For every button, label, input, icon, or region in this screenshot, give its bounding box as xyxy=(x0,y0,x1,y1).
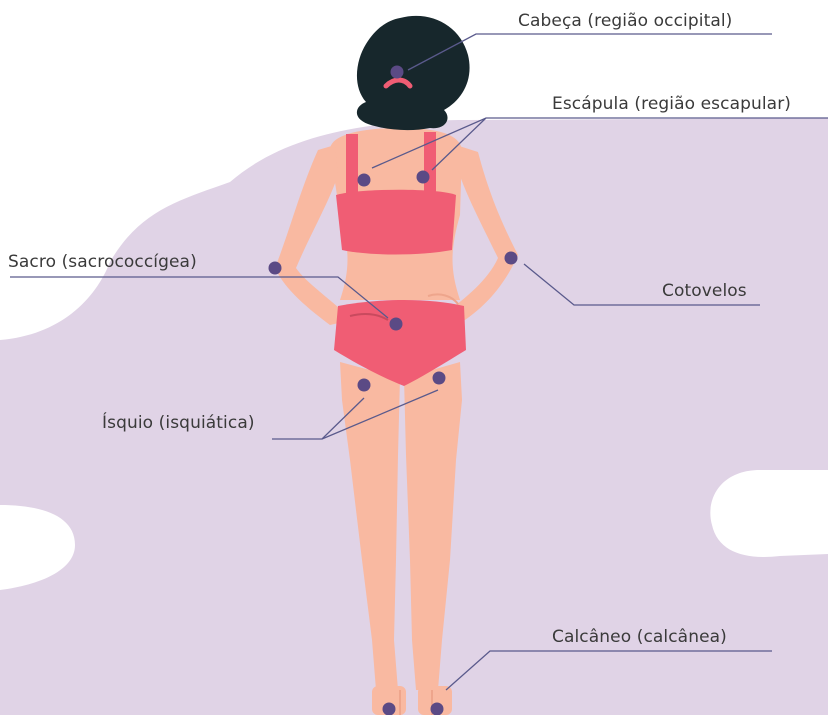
left-strap xyxy=(346,134,358,198)
marker-ischium-left xyxy=(358,379,371,392)
label-heel: Calcâneo (calcânea) xyxy=(552,627,727,647)
label-sacrum: Sacro (sacrococcígea) xyxy=(8,252,197,272)
hair xyxy=(357,16,470,130)
marker-scapula-left xyxy=(358,174,371,187)
marker-elbow-right xyxy=(505,252,518,265)
marker-heel-right xyxy=(431,703,444,715)
marker-elbow-left xyxy=(269,262,282,275)
marker-heel-left xyxy=(383,703,396,715)
label-ischium: Ísquio (isquiática) xyxy=(102,413,255,433)
crop-top xyxy=(336,190,456,255)
right-strap xyxy=(424,132,436,196)
label-elbows: Cotovelos xyxy=(662,281,747,301)
marker-sacrum xyxy=(390,318,403,331)
marker-ischium-right xyxy=(433,372,446,385)
label-head: Cabeça (região occipital) xyxy=(518,11,732,31)
marker-scapula-right xyxy=(417,171,430,184)
label-scapula: Escápula (região escapular) xyxy=(552,94,791,114)
marker-head xyxy=(391,66,404,79)
